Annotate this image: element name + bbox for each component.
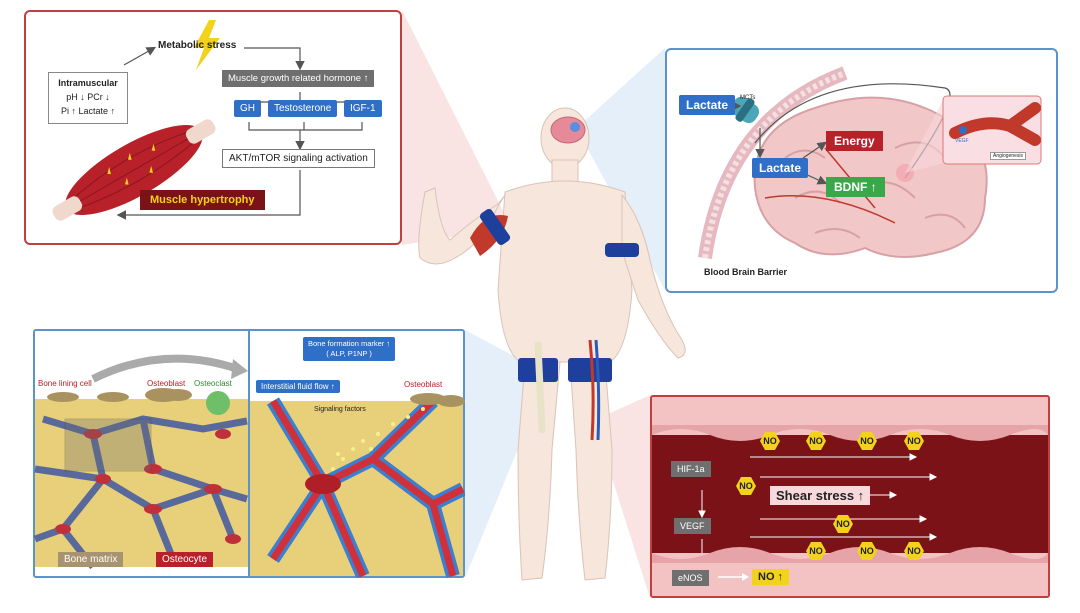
akt-box: AKT/mTOR signaling activation [222,149,375,168]
testosterone-box: Testosterone [268,100,338,117]
mcts-label: MCTs [740,95,756,101]
lactate-mid-box: Lactate [752,158,809,178]
lightning-icon [194,20,220,70]
hif-box: HIF-1a [671,461,711,477]
no-badge: NO [904,432,924,450]
metabolic-stress-label: Metabolic stress [158,40,237,51]
no-badge: NO [806,542,826,560]
osteoclast-label: Osteoclast [194,379,232,388]
bbb-label: Blood Brain Barrier [704,267,788,277]
vegf-box: VEGF [674,518,711,534]
energy-box: Energy [826,131,883,151]
bone-lining-label: Bone lining cell [38,379,92,388]
interstitial-box: Interstitial fluid flow ↑ [256,380,340,393]
formation-line1: Bone formation marker ↑ [308,339,391,348]
bdnf-box: BDNF ↑ [826,177,885,197]
intramuscular-title: Intramuscular [58,78,118,88]
formation-marker-box: Bone formation marker ↑ ( ALP, P1NP ) [303,337,396,361]
intramuscular-line1: pH ↓ PCr ↓ [66,92,110,102]
bone-matrix-box: Bone matrix [58,552,124,567]
hormone-box: Muscle growth related hormone ↑ [222,70,375,87]
no-badge: NO [833,515,853,533]
igf1-box: IGF-1 [344,100,382,117]
no-badge: NO [857,432,877,450]
no-badge: NO [806,432,826,450]
no-up-box: NO ↑ [752,569,790,585]
hypertrophy-box: Muscle hypertrophy [140,190,265,210]
no-badge: NO [857,542,877,560]
osteocyte-box: Osteocyte [156,552,214,567]
no-badge: NO [760,432,780,450]
intramuscular-box: Intramuscular pH ↓ PCr ↓ Pi ↑ Lactate ↑ [48,72,128,124]
gh-box: GH [234,100,261,117]
formation-line2: ( ALP, P1NP ) [326,349,372,358]
brain-panel-graphics [698,66,1042,259]
angiogenesis-label: Angiogenesis [990,152,1027,160]
enos-box: eNOS [672,570,709,586]
vegf-small-label: VEGF [955,138,969,144]
osteoblast-right-label: Osteoblast [404,380,443,389]
no-badge: NO [736,477,756,495]
intramuscular-line2: Pi ↑ Lactate ↑ [60,106,116,116]
no-badge: NO [904,542,924,560]
osteoblast-left-label: Osteoblast [147,379,186,388]
human-figure [418,107,686,581]
shear-stress-box: Shear stress ↑ [770,486,871,505]
vessel-panel-graphics [652,425,1048,581]
lactate-top-box: Lactate [679,95,736,115]
signaling-label: Signaling factors [314,406,366,413]
bone-panel-graphics [33,329,465,578]
